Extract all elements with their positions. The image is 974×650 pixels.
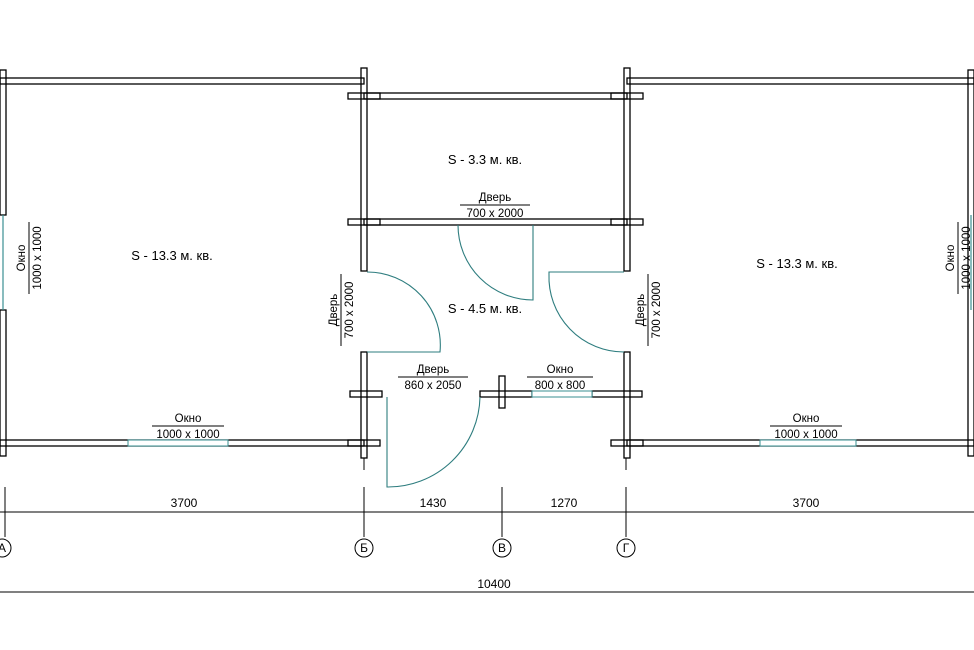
log-end — [498, 375, 506, 409]
door-entrance-name: Дверь — [417, 364, 450, 376]
door-entrance-size: 860 x 2050 — [405, 380, 462, 392]
log-end — [610, 92, 644, 100]
window-small-name: Окно — [547, 364, 574, 376]
log-end — [347, 439, 381, 447]
window-bottom-left-name: Окно — [175, 413, 202, 425]
wall-middle-bottom-a — [349, 390, 383, 398]
window-left-size: 1000 x 1000 — [32, 226, 44, 289]
door-top-name: Дверь — [479, 192, 512, 204]
wall-axis-b-upper — [360, 67, 368, 272]
wall-axis-g-upper — [623, 67, 631, 272]
dim-span-4: 3700 — [793, 496, 820, 510]
axis-label-b: Б — [360, 541, 368, 555]
wall-left-outer-lower — [0, 309, 7, 457]
wall-left-outer-upper — [0, 69, 7, 216]
axis-bubble-b — [354, 538, 374, 558]
dimension-lines — [0, 458, 974, 593]
wall-right-outer — [967, 69, 974, 457]
log-end — [610, 439, 644, 447]
wall-inner-horizontal — [363, 218, 628, 226]
axis-label-v: В — [498, 541, 506, 555]
wall-top-middle — [363, 92, 628, 100]
door-left-name: Дверь — [328, 294, 340, 327]
room-area-toilet: S - 3.3 м. кв. — [448, 152, 522, 167]
window-small-pane — [531, 390, 593, 398]
wall-middle-bottom-c — [591, 390, 643, 398]
room-area-right: S - 13.3 м. кв. — [756, 256, 838, 271]
room-area-left: S - 13.3 м. кв. — [131, 248, 213, 263]
axis-label-a: А — [0, 541, 6, 555]
door-top-swing — [457, 224, 534, 301]
axis-label-g: Г — [623, 541, 630, 555]
dim-total: 10400 — [477, 577, 511, 591]
log-end — [347, 218, 381, 226]
window-panes — [2, 215, 972, 447]
window-small-size: 800 x 800 — [535, 380, 586, 392]
wall-middle-bottom-b — [479, 390, 533, 398]
window-bottom-right-pane — [759, 439, 857, 447]
log-end — [610, 218, 644, 226]
window-left-name: Окно — [16, 245, 28, 272]
door-entrance-swing — [386, 396, 481, 488]
wall-top-right — [626, 77, 974, 85]
window-bottom-right-name: Окно — [793, 413, 820, 425]
axis-bubble-v — [492, 538, 512, 558]
window-bottom-left-size: 1000 x 1000 — [156, 429, 219, 441]
window-right-size: 1000 x 1000 — [961, 226, 973, 289]
door-left-size: 700 x 2000 — [344, 282, 356, 339]
axis-bubble-g — [616, 538, 636, 558]
log-end — [347, 92, 381, 100]
door-right-swing — [548, 271, 625, 353]
door-right-name: Дверь — [635, 294, 647, 327]
door-top-size: 700 x 2000 — [467, 208, 524, 220]
dim-span-1: 3700 — [171, 496, 198, 510]
window-right-name: Окно — [945, 245, 957, 272]
wall-top-left — [0, 77, 365, 85]
wall-axis-g-lower — [623, 351, 631, 459]
dim-span-2: 1430 — [420, 496, 447, 510]
door-right-size: 700 x 2000 — [651, 282, 663, 339]
window-bottom-left-pane — [127, 439, 229, 447]
door-swings — [366, 224, 625, 488]
door-left-swing — [366, 271, 441, 353]
axis-bubble-a — [0, 538, 12, 558]
room-area-hall: S - 4.5 м. кв. — [448, 301, 522, 316]
dim-span-3: 1270 — [551, 496, 578, 510]
window-bottom-right-size: 1000 x 1000 — [774, 429, 837, 441]
